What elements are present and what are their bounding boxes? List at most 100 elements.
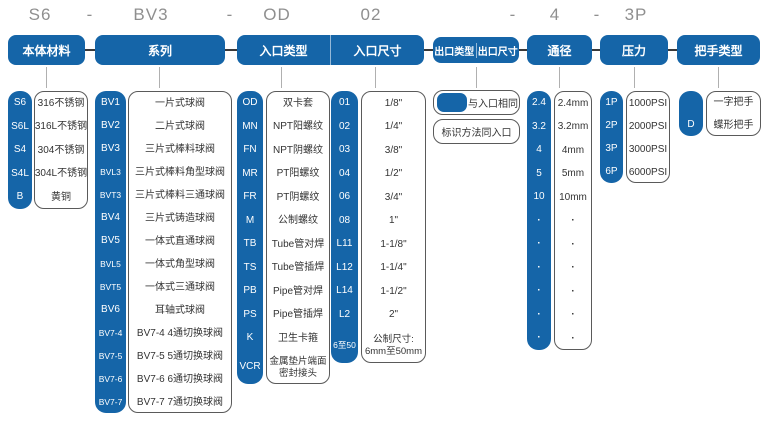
desc-cell: NPT阳螺纹 bbox=[267, 116, 329, 140]
desc-label: 1/8" bbox=[384, 97, 403, 109]
desc-cell: PT阳螺纹 bbox=[267, 163, 329, 187]
code-cell: 02 bbox=[331, 115, 358, 139]
code-cell: S4 bbox=[8, 138, 32, 162]
desc-label: 2000PSI bbox=[628, 120, 668, 132]
desc-cell: 三片式棒料球阀 bbox=[129, 138, 231, 161]
column-header-inlet-type: 入口类型 bbox=[237, 35, 330, 65]
desc-cell: 2000PSI bbox=[627, 115, 669, 138]
desc-label: Tube管对焊 bbox=[271, 238, 325, 250]
desc-cell: 316不锈钢 bbox=[35, 92, 87, 116]
code-cell: BV7-5 bbox=[95, 344, 126, 367]
desc-label: 1" bbox=[388, 215, 399, 227]
code-label: B bbox=[16, 191, 24, 203]
desc-cell: 316L不锈钢 bbox=[35, 116, 87, 140]
column-header-label: 出口尺寸 bbox=[475, 42, 520, 58]
code-label: 3.2 bbox=[532, 120, 546, 132]
code-label: · bbox=[537, 285, 541, 297]
desc-label: · bbox=[571, 262, 575, 274]
code-pill-handle: D bbox=[679, 91, 703, 136]
desc-cell: 1000PSI bbox=[627, 92, 669, 115]
code-label: 1P bbox=[605, 97, 618, 108]
column-header-handle: 把手类型 bbox=[677, 35, 760, 65]
code-cell: BV2 bbox=[95, 114, 126, 137]
desc-label: Pipe管插焊 bbox=[272, 309, 323, 321]
desc-label: NPT阳螺纹 bbox=[273, 121, 323, 133]
desc-cell: 金属垫片端面密封接头 bbox=[267, 351, 329, 385]
code-label: · bbox=[537, 332, 541, 344]
desc-label: 2.4mm bbox=[557, 97, 589, 109]
desc-label: 3/4" bbox=[384, 191, 403, 203]
desc-label: BV7-4 4通切换球阀 bbox=[136, 327, 224, 339]
code-cell: S6 bbox=[8, 91, 32, 115]
column-header-body-material: 本体材料 bbox=[8, 35, 85, 65]
desc-cell: 3/4" bbox=[362, 186, 425, 210]
model-code-separator: - bbox=[86, 5, 94, 24]
code-cell: FR bbox=[237, 185, 263, 209]
code-label: 03 bbox=[338, 144, 351, 156]
desc-cell: 一体式角型球阀 bbox=[129, 253, 231, 276]
desc-cell: Tube管插焊 bbox=[267, 257, 329, 281]
desc-label: 耳轴式球阀 bbox=[155, 304, 205, 316]
code-label: BVT3 bbox=[99, 189, 122, 200]
desc-cell: NPT阴螺纹 bbox=[267, 139, 329, 163]
desc-cell: 三片式铸造球阀 bbox=[129, 207, 231, 230]
code-cell: 3.2 bbox=[527, 115, 551, 139]
desc-label: 黄铜 bbox=[51, 191, 71, 203]
code-label: BV7-7 bbox=[98, 396, 123, 407]
desc-cell: 1/8" bbox=[362, 92, 425, 116]
column-header-outlet: 出口类型出口尺寸 bbox=[433, 37, 519, 63]
desc-label: 1-1/2" bbox=[380, 285, 407, 297]
code-label: PS bbox=[243, 308, 257, 320]
code-label: PB bbox=[243, 285, 257, 297]
code-cell: FN bbox=[237, 138, 263, 162]
code-cell: BVT5 bbox=[95, 275, 126, 298]
code-cell: 2P bbox=[600, 114, 623, 137]
code-cell: L11 bbox=[331, 232, 358, 256]
code-label: BV7-5 bbox=[98, 350, 123, 361]
header-connector-line bbox=[424, 49, 433, 51]
desc-label: 一片式球阀 bbox=[155, 97, 205, 109]
header-to-list-connector bbox=[634, 67, 635, 88]
code-label: L12 bbox=[336, 261, 353, 273]
header-connector-line bbox=[225, 49, 237, 51]
code-cell: BV5 bbox=[95, 229, 126, 252]
code-cell: BV3 bbox=[95, 137, 126, 160]
desc-cell: 3000PSI bbox=[627, 138, 669, 161]
desc-label: 三片式棒料球阀 bbox=[145, 143, 215, 155]
desc-cell: Pipe管对焊 bbox=[267, 280, 329, 304]
desc-label: 10mm bbox=[559, 191, 587, 203]
model-code-segment: OD bbox=[263, 5, 291, 24]
desc-box-series: 一片式球阀二片式球阀三片式棒料球阀三片式棒料角型球阀三片式棒料三通球阀三片式铸造… bbox=[128, 91, 232, 413]
code-label: S4L bbox=[11, 167, 29, 179]
desc-label: 密封接头 bbox=[278, 367, 317, 379]
desc-cell: BV7-7 7通切换球阀 bbox=[129, 391, 231, 414]
code-cell: L12 bbox=[331, 256, 358, 280]
desc-cell: Tube管对焊 bbox=[267, 233, 329, 257]
desc-cell: 1/2" bbox=[362, 163, 425, 187]
desc-label: 公制尺寸: bbox=[373, 334, 414, 345]
desc-cell: · bbox=[555, 304, 591, 328]
code-label: 01 bbox=[338, 97, 351, 109]
desc-label: 6mm至50mm bbox=[364, 345, 422, 357]
desc-cell: 6000PSI bbox=[627, 161, 669, 184]
model-code-separator: - bbox=[509, 5, 517, 24]
column-header-label: 把手类型 bbox=[694, 43, 743, 58]
desc-label: 二片式球阀 bbox=[155, 120, 205, 132]
desc-cell: · bbox=[555, 257, 591, 281]
model-code-segment: 02 bbox=[360, 5, 382, 24]
desc-label: 卫生卡箍 bbox=[278, 332, 318, 344]
code-cell: 03 bbox=[331, 138, 358, 162]
code-label: 6P bbox=[605, 166, 618, 177]
code-cell: S6L bbox=[8, 115, 32, 139]
desc-cell: 卫生卡箍 bbox=[267, 327, 329, 351]
code-cell: K bbox=[237, 326, 263, 350]
code-label: BV5 bbox=[101, 235, 120, 246]
desc-cell: BV7-4 4通切换球阀 bbox=[129, 322, 231, 345]
code-label: S6L bbox=[11, 120, 29, 132]
code-cell: 3P bbox=[600, 137, 623, 160]
code-cell: PB bbox=[237, 279, 263, 303]
code-cell: 04 bbox=[331, 162, 358, 186]
